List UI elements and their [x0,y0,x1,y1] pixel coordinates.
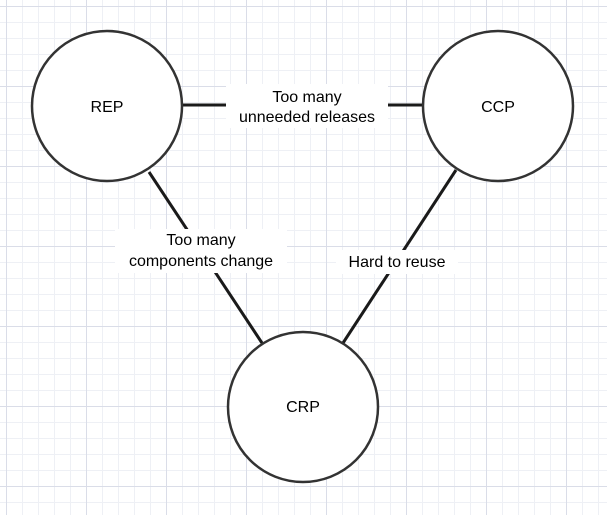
edge-label-rep-crp-line2: components change [129,253,273,270]
edge-label-bg-rep-ccp [226,84,388,128]
edge-label-ccp-crp: Hard to reuse [349,254,446,271]
edge-label-bg-rep-crp [115,229,287,273]
edge-label-rep-crp-line1: Too many [166,232,235,249]
edge-label-bg-ccp-crp [336,250,458,274]
edge-label-rep-ccp-line2: unneeded releases [239,109,375,126]
node-crp-label: CRP [286,399,320,416]
node-ccp-label: CCP [481,99,515,116]
node-rep-label: REP [91,99,124,116]
node-rep[interactable] [30,29,184,183]
edge-label-rep-ccp-line1: Too many [272,89,341,106]
node-crp[interactable] [226,330,380,484]
node-ccp[interactable] [421,29,575,183]
